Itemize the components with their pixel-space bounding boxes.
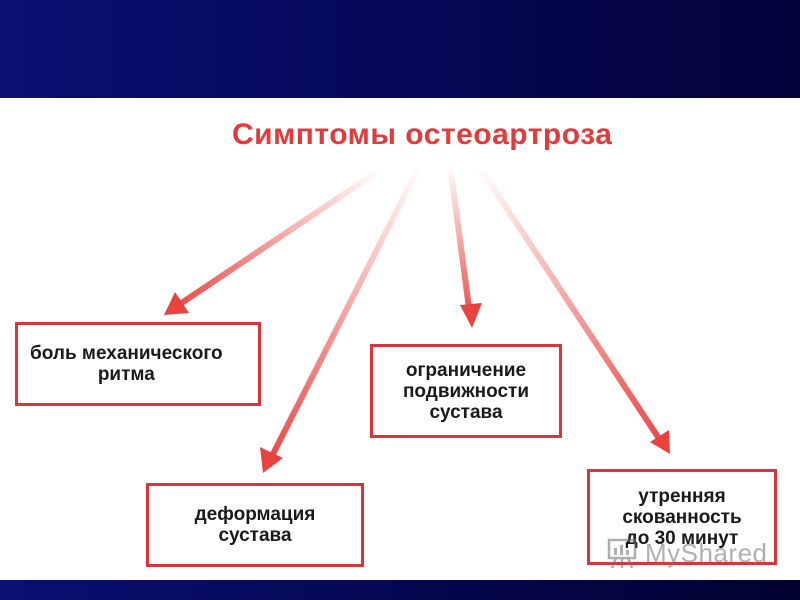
symptom-label-pain: боль механического ритма <box>30 343 223 385</box>
header-band <box>0 0 800 98</box>
footer-band <box>0 580 800 600</box>
symptom-box-pain: боль механического ритма <box>15 322 261 406</box>
symptom-label-deformation: деформация сустава <box>194 504 316 546</box>
watermark-text: MyShared <box>645 537 768 568</box>
arrow-to-deformation <box>260 162 423 473</box>
arrow-to-limitation <box>447 162 482 328</box>
slide-title: Симптомы остеоартроза <box>232 118 613 151</box>
symptom-box-deformation: деформация сустава <box>146 483 364 567</box>
symptom-box-stiffness: утренняя скованность до 30 минут <box>587 469 777 565</box>
symptom-label-stiffness: утренняя скованность до 30 минут <box>622 485 742 549</box>
presentation-board-icon <box>607 538 637 569</box>
watermark: MyShared <box>605 536 768 570</box>
symptom-box-limitation: ограничение подвижности сустава <box>370 344 562 438</box>
symptom-label-limitation: ограничение подвижности сустава <box>402 359 530 423</box>
arrow-to-pain <box>164 167 383 315</box>
arrow-to-stiffness <box>475 162 670 454</box>
